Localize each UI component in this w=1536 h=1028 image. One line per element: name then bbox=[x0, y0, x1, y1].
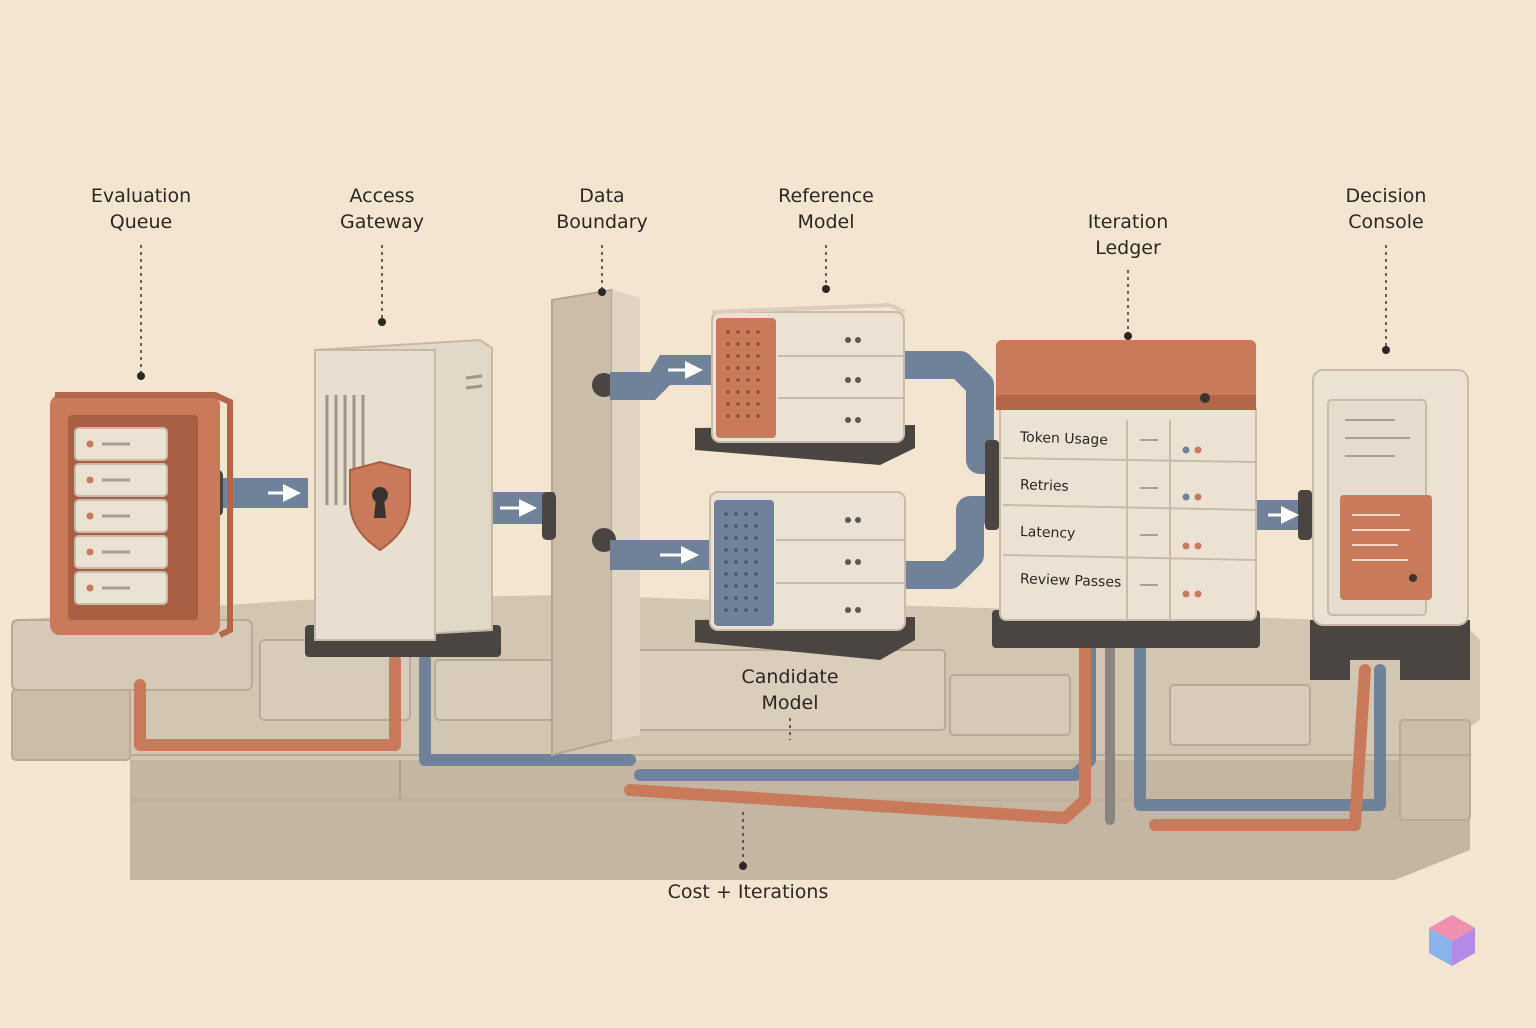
decision-console-tower bbox=[1310, 369, 1470, 680]
leader-lines bbox=[140, 245, 1387, 862]
console-screen bbox=[1340, 495, 1432, 600]
ledger-row-retries: Retries bbox=[1019, 477, 1070, 495]
ledger-row-latency: Latency bbox=[1019, 524, 1076, 542]
access-gateway-tower bbox=[305, 338, 501, 657]
evaluation-queue-rack bbox=[50, 392, 233, 638]
ledger-row-token-usage: Token Usage bbox=[1019, 429, 1109, 449]
iteration-ledger-cabinet bbox=[992, 340, 1260, 648]
candidate-model-server bbox=[695, 491, 915, 660]
label-cost-iterations: Cost + Iterations bbox=[667, 881, 829, 903]
leader-dots bbox=[137, 285, 1390, 870]
data-boundary-wall bbox=[551, 288, 640, 757]
underfloor-cables bbox=[134, 634, 1386, 831]
cube-logo-icon bbox=[1429, 915, 1475, 966]
reference-model-server bbox=[695, 302, 915, 465]
